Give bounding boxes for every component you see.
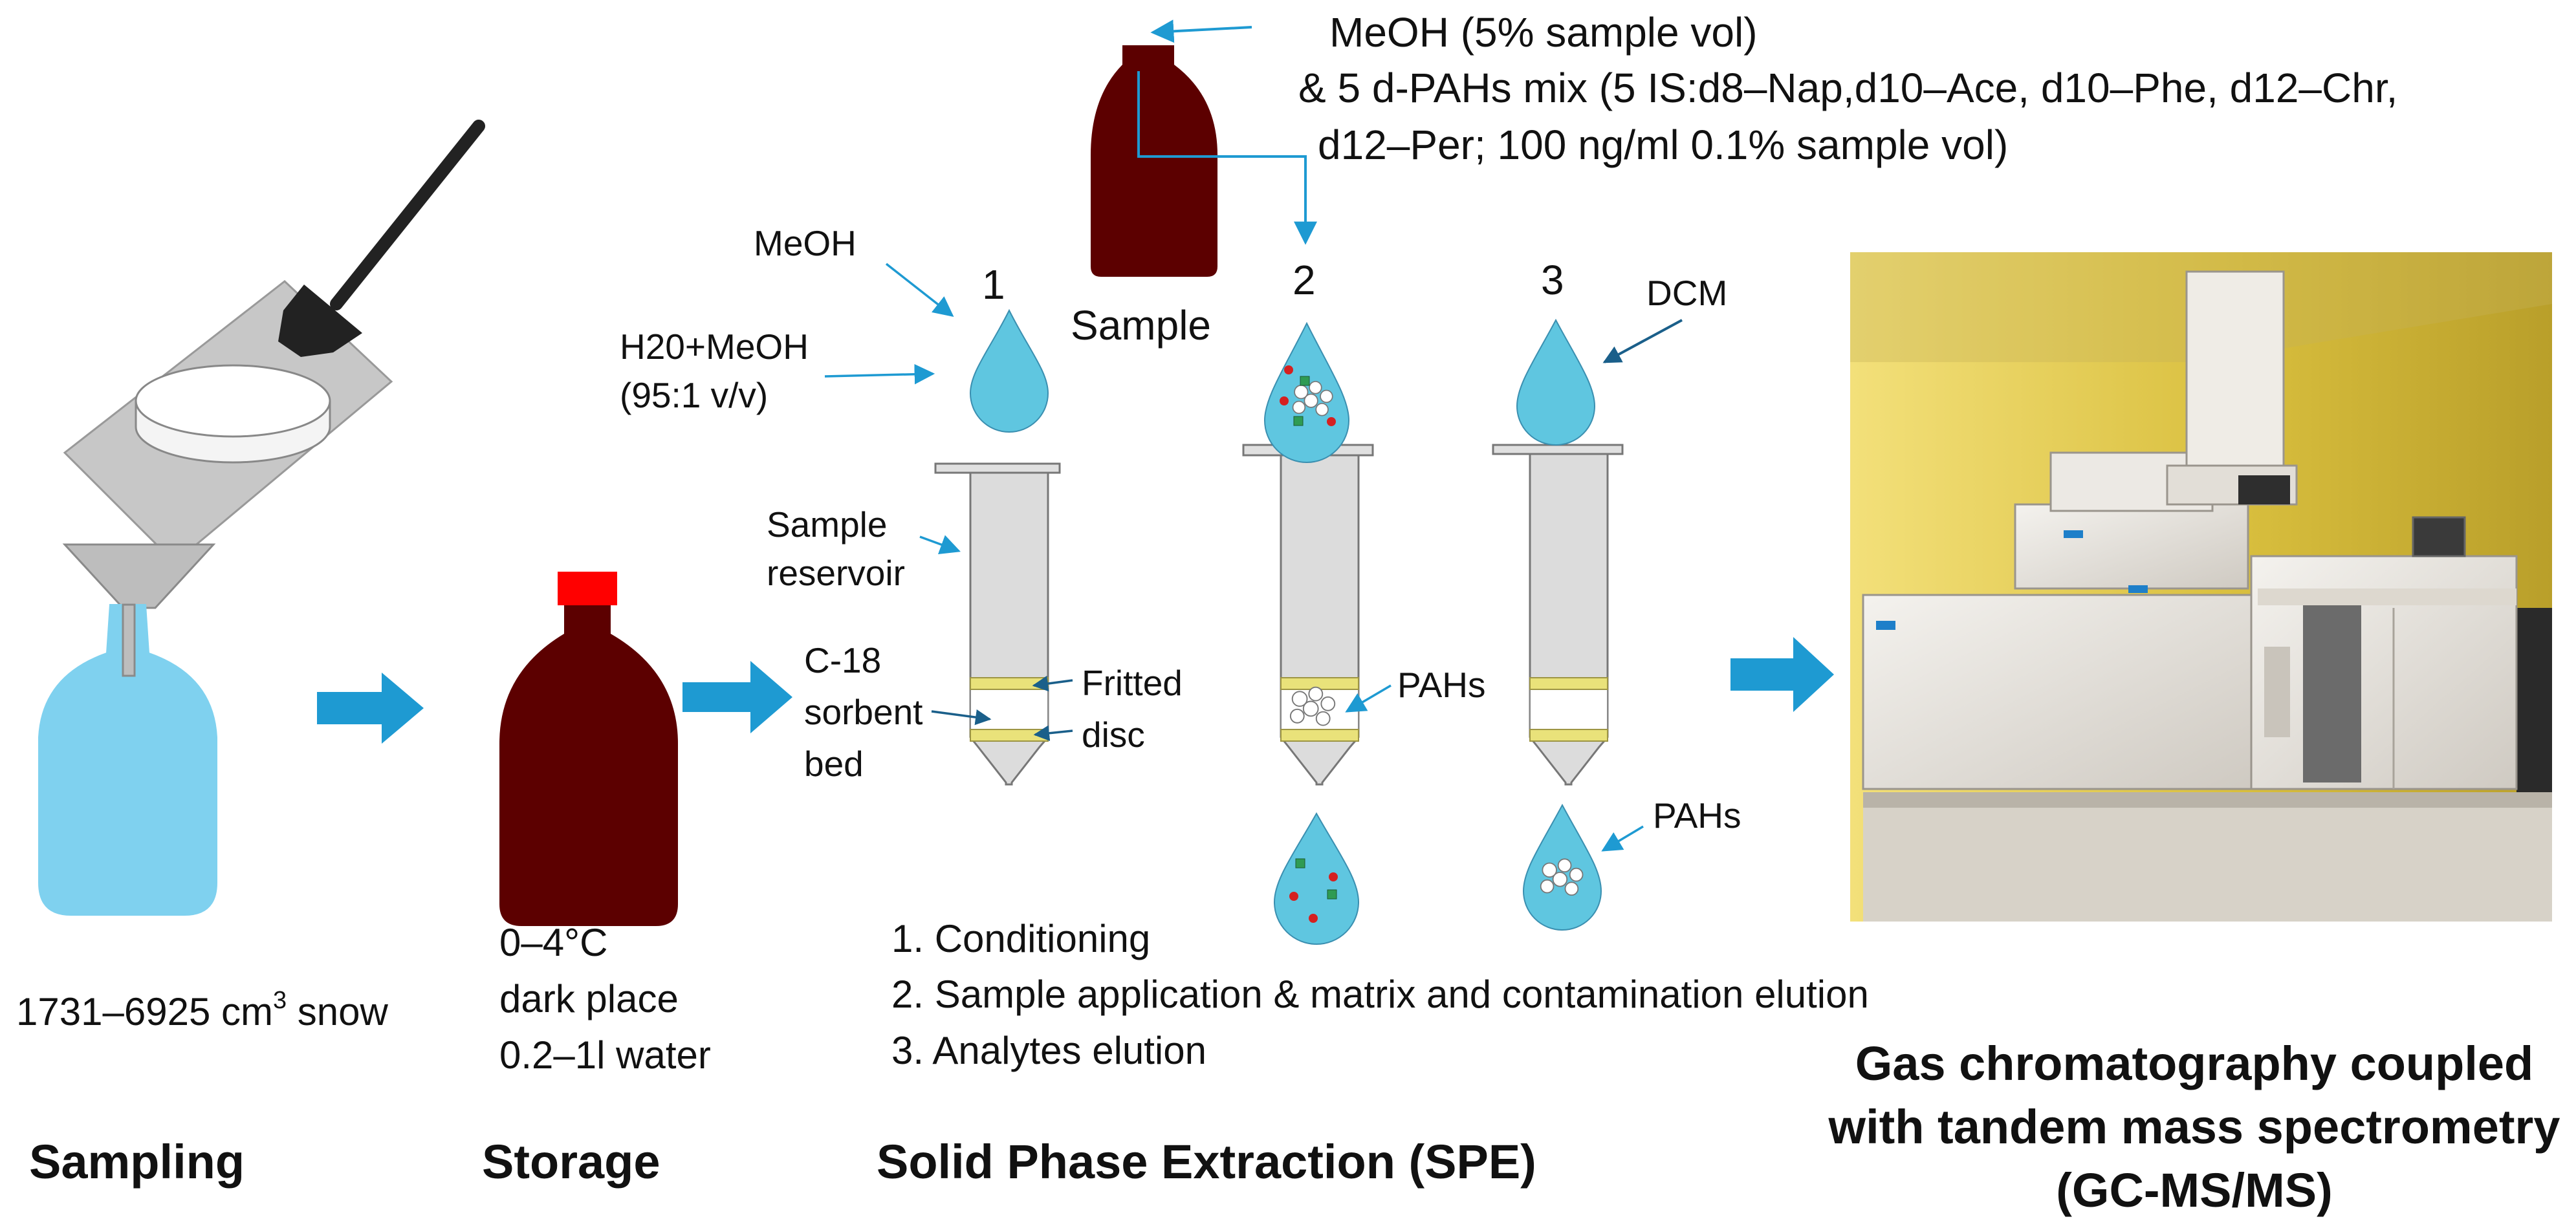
storage-temperature: 0–4°C [499,921,607,964]
snow-sample-disc [135,364,331,464]
arrow-storage-to-spe [682,661,792,733]
stage-title-storage: Storage [482,1135,660,1189]
reagent-note-line-1: MeOH (5% sample vol) [1329,9,1758,56]
sample-water-bottle [38,604,217,916]
gc-ms-instrument-photo [1850,252,2552,922]
bottle-cap [558,572,617,605]
sampling-illustration [38,120,485,916]
dcm-pointer-arrow [1602,319,1683,363]
analyte-drop-3 [1522,803,1602,931]
arrow-spe-to-gc [1730,637,1834,712]
snow-volume-exponent: 3 [273,987,287,1014]
stage-title-sampling: Sampling [29,1135,245,1189]
h2o-meoh-label: H20+MeOH [620,327,809,367]
meoh-pointer-arrow [885,263,954,317]
step-number-3: 3 [1541,257,1564,303]
disc-pointer-arrow [1033,725,1073,741]
storage-bottle [499,572,678,926]
sample-bottle [1091,45,1217,277]
h2o-meoh-ratio-label: (95:1 v/v) [620,375,768,415]
c18-label-line-1: C-18 [804,640,881,680]
spe-cartridge-3 [1492,444,1624,786]
reservoir-label-line-1: Sample [767,504,887,545]
fritted-disc-top-2 [1280,677,1359,690]
dcm-drop-3 [1516,318,1596,446]
arrow-sampling-to-storage [317,673,424,744]
fritted-disc-bottom-3 [1529,729,1608,742]
snow-volume-label: 1731–6925 cm3 snow [16,987,389,1033]
spe-step-2: 2. Sample application & matrix and conta… [891,973,1869,1016]
step-number-2: 2 [1293,257,1316,303]
reagent-note-line-2: & 5 d-PAHs mix (5 IS:d8–Nap,d10–Ace, d10… [1298,65,2397,111]
step-number-1: 1 [982,261,1005,308]
spe-cartridge-2 [1242,444,1374,786]
storage-volume: 0.2–1l water [499,1033,711,1077]
c18-label-line-2: sorbent [804,692,922,732]
scoop-icon [278,120,485,357]
reagent-pointer-arrow [1150,19,1252,43]
snow-volume-unit: snow [287,990,388,1033]
snow-volume-value: 1731–6925 cm [16,990,273,1033]
stage-title-gc-line-1: Gas chromatography coupled [1855,1037,2534,1090]
spe-cartridge-1 [934,462,1061,786]
sorbent-pointer-arrow [931,709,992,726]
stage-title-spe: Solid Phase Extraction (SPE) [877,1135,1536,1189]
pahs-bed-pointer-arrow [1345,684,1392,713]
stage-title-gc-line-2: with tandem mass spectrometry [1828,1100,2560,1154]
pahs-eluate-label: PAHs [1653,795,1741,836]
sample-drop-2 [1263,321,1350,463]
fritted-disc-top-3 [1529,677,1608,690]
stage-title-gc-line-3: (GC-MS/MS) [2056,1163,2333,1217]
reservoir-label-line-2: reservoir [767,553,905,593]
fritted-disc-top-1 [970,677,1049,690]
fritted-pointer-arrow [1032,675,1073,692]
spe-step-3: 3. Analytes elution [891,1029,1206,1072]
meoh-label: MeOH [754,223,857,263]
c18-label-line-3: bed [804,744,864,784]
reagent-note-line-3: d12–Per; 100 ng/ml 0.1% sample vol) [1318,122,2008,168]
reservoir-pointer-arrow [919,535,961,555]
spe-step-1: 1. Conditioning [891,917,1150,960]
fritted-label: Fritted [1082,663,1183,703]
storage-condition: dark place [499,977,679,1020]
eluate-drop-2 [1273,812,1360,945]
pahs-bed-label: PAHs [1397,665,1486,705]
meoh-drop-1 [969,308,1049,433]
disc-label: disc [1082,715,1145,755]
pahs-eluate-pointer-arrow [1601,825,1644,852]
dcm-label: DCM [1646,273,1727,313]
sorbent-bed-1 [970,682,1049,734]
sample-to-cartridge-2-arrow [1137,71,1317,245]
fritted-disc-bottom-2 [1280,729,1359,742]
h2o-meoh-pointer-arrow [824,363,935,385]
sample-label: Sample [1071,302,1211,349]
